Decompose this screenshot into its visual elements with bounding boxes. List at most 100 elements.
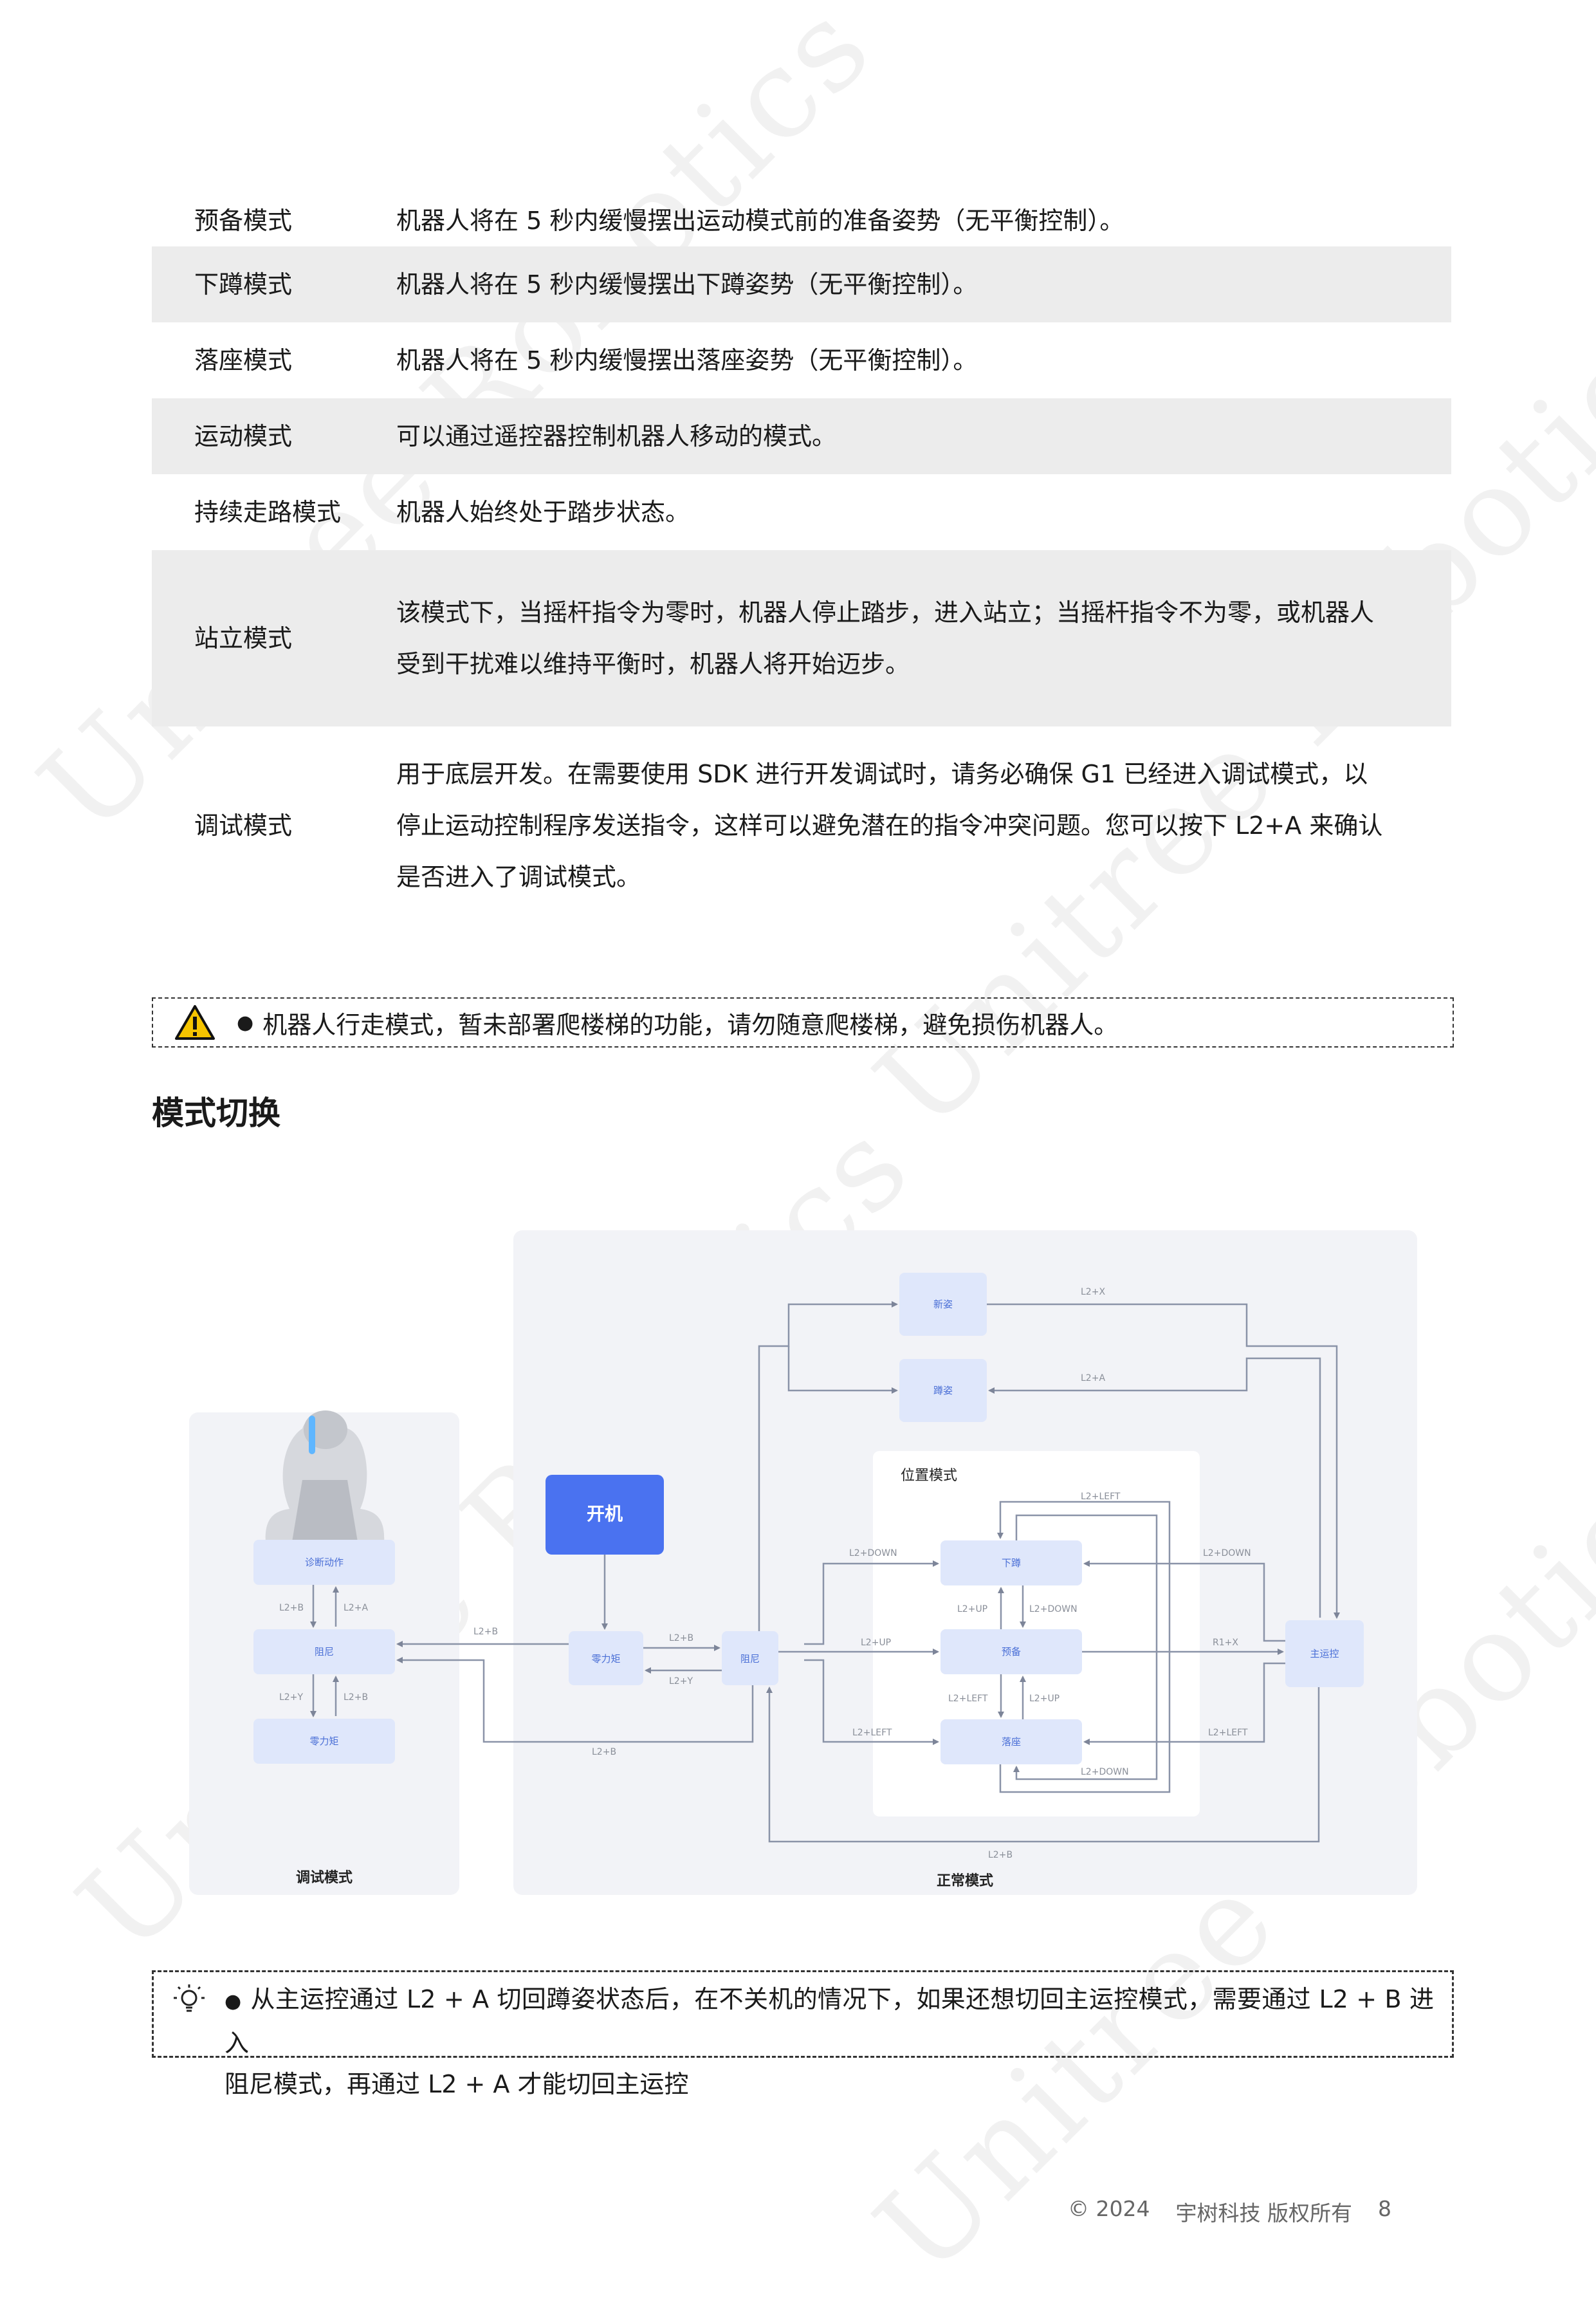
mode-description-line: 是否进入了调试模式。 xyxy=(396,863,641,891)
mode-row: 下蹲模式 机器人将在 5 秒内缓慢摆出下蹲姿势（无平衡控制）。 xyxy=(152,246,1451,322)
edge-label: L2+DOWN xyxy=(1081,1767,1129,1777)
edge-label: L2+DOWN xyxy=(1203,1548,1251,1558)
tip-line-2: 阻尼模式，再通过 L2 + A 才能切回主运控 xyxy=(225,2070,689,2098)
mode-description-line: 机器人将在 5 秒内缓慢摆出下蹲姿势（无平衡控制）。 xyxy=(396,270,978,299)
node-main-control-label: 主运控 xyxy=(1310,1648,1339,1659)
footer-copyright: © 2024 xyxy=(1068,2196,1150,2221)
panel-position-title: 位置模式 xyxy=(901,1468,957,1484)
edge-label: R1+X xyxy=(1213,1638,1238,1648)
node-prepare-label: 预备 xyxy=(1002,1646,1021,1658)
node-zero-torque-label: 零力矩 xyxy=(591,1653,620,1665)
mode-description: 机器人将在 5 秒内缓慢摆出下蹲姿势（无平衡控制）。 xyxy=(396,259,1451,310)
mode-description-line: 可以通过遥控器控制机器人移动的模式。 xyxy=(396,422,837,450)
edge-label: L2+Y xyxy=(279,1692,303,1703)
robot-illustration xyxy=(265,1410,385,1557)
footer-page-number: 8 xyxy=(1377,2196,1391,2221)
edge-label: L2+A xyxy=(344,1603,368,1613)
warning-icon xyxy=(153,1004,237,1040)
mode-row: 调试模式 用于底层开发。在需要使用 SDK 进行开发调试时，请务必确保 G1 已经… xyxy=(152,726,1451,925)
node-squat-label: 下蹲 xyxy=(1002,1557,1021,1569)
node-main-control[interactable] xyxy=(1285,1620,1364,1687)
node-squat-pose[interactable] xyxy=(899,1359,987,1422)
edge-squat-to-sit-loop xyxy=(1013,1514,1158,1780)
node-damping-debug-label: 阻尼 xyxy=(315,1646,334,1658)
tip-bullet: ● xyxy=(225,1990,242,2013)
node-damping[interactable] xyxy=(722,1631,778,1685)
tip-line-1: 从主运控通过 L2 + A 切回蹲姿状态后，在不关机的情况下，如果还想切回主运控… xyxy=(225,1985,1434,2057)
edge-label: L2+UP xyxy=(861,1638,891,1648)
mode-description: 机器人将在 5 秒内缓慢摆出运动模式前的准备姿势（无平衡控制）。 xyxy=(396,195,1451,246)
panel-debug-title: 调试模式 xyxy=(296,1870,353,1886)
edge-label: L2+UP xyxy=(1029,1694,1059,1704)
mode-description-line: 受到干扰难以维持平衡时，机器人将开始迈步。 xyxy=(396,650,910,678)
mode-description-line: 机器人始终处于踏步状态。 xyxy=(396,498,690,526)
mode-description-line: 机器人将在 5 秒内缓慢摆出落座姿势（无平衡控制）。 xyxy=(396,346,978,374)
mode-description: 机器人将在 5 秒内缓慢摆出落座姿势（无平衡控制）。 xyxy=(396,335,1451,386)
mode-row: 持续走路模式 机器人始终处于踏步状态。 xyxy=(152,474,1451,550)
warning-bullet: ● xyxy=(237,1011,254,1034)
panel-normal-title: 正常模式 xyxy=(937,1872,993,1889)
edge-main-to-sit xyxy=(1083,1662,1285,1745)
section-title: 模式切换 xyxy=(152,1095,280,1132)
node-new-pose-label: 新姿 xyxy=(933,1298,953,1310)
node-diag-action-label: 诊断动作 xyxy=(305,1557,344,1568)
mode-name: 调试模式 xyxy=(194,811,293,840)
mode-row: 站立模式该模式下，当摇杆指令为零时，机器人停止踏步，进入站立；当摇杆指令不为零，… xyxy=(152,550,1451,726)
edge-main-to-squatpose xyxy=(988,1357,1321,1618)
node-zero-torque-debug[interactable] xyxy=(253,1719,395,1764)
edge-label: L2+DOWN xyxy=(849,1548,897,1558)
edge-main-to-damping xyxy=(766,1686,1320,1843)
node-squat[interactable] xyxy=(940,1540,1082,1585)
node-power-on[interactable] xyxy=(546,1475,664,1555)
node-sit-label: 落座 xyxy=(1002,1736,1021,1748)
edge-label: L2+B xyxy=(473,1627,498,1637)
mode-name: 下蹲模式 xyxy=(194,270,293,299)
node-damping-debug[interactable] xyxy=(253,1629,395,1674)
mode-description-line: 机器人将在 5 秒内缓慢摆出运动模式前的准备姿势（无平衡控制）。 xyxy=(396,207,1124,235)
mode-row: 预备模式 机器人将在 5 秒内缓慢摆出运动模式前的准备姿势（无平衡控制）。 xyxy=(152,195,1451,246)
edge-label: L2+LEFT xyxy=(1081,1492,1121,1502)
node-zero-torque-debug-label: 零力矩 xyxy=(309,1735,338,1747)
warning-box: ● 机器人行走模式，暂未部署爬楼梯的功能，请勿随意爬楼梯，避免损伤机器人。 xyxy=(152,997,1454,1048)
edge-main-to-squat xyxy=(1083,1560,1285,1642)
mode-row: 运动模式可以通过遥控器控制机器人移动的模式。 xyxy=(152,398,1451,474)
mode-row: 落座模式 机器人将在 5 秒内缓慢摆出落座姿势（无平衡控制）。 xyxy=(152,322,1451,398)
edge-label: L2+LEFT xyxy=(852,1728,892,1738)
tip-text: ●从主运控通过 L2 + A 切回蹲姿状态后，在不关机的情况下，如果还想切回主运… xyxy=(225,1979,1434,2105)
warning-text: 机器人行走模式，暂未部署爬楼梯的功能，请勿随意爬楼梯，避免损伤机器人。 xyxy=(262,1010,1119,1039)
footer-company: 宇树科技 版权所有 xyxy=(1175,2201,1352,2226)
node-new-pose[interactable] xyxy=(899,1273,987,1336)
node-diag-action[interactable] xyxy=(253,1540,395,1585)
edge-newpose-to-main xyxy=(987,1303,1340,1619)
lightbulb-icon xyxy=(154,1979,225,2017)
node-squat-pose-label: 蹲姿 xyxy=(933,1385,953,1396)
node-sit[interactable] xyxy=(940,1719,1082,1764)
edge-damping-to-sit xyxy=(804,1659,939,1745)
mode-description-line: 停止运动控制程序发送指令，这样可以避免潜在的指令冲突问题。您可以按下 L2+A … xyxy=(396,811,1383,840)
mode-description-line: 用于底层开发。在需要使用 SDK 进行开发调试时，请务必确保 G1 已经进入调试… xyxy=(396,760,1368,788)
edge-label: L2+B xyxy=(592,1747,616,1757)
mode-table: 预备模式 机器人将在 5 秒内缓慢摆出运动模式前的准备姿势（无平衡控制）。下蹲模式… xyxy=(152,195,1451,925)
mode-description: 用于底层开发。在需要使用 SDK 进行开发调试时，请务必确保 G1 已经进入调试… xyxy=(396,748,1451,903)
edge-label: L2+A xyxy=(1081,1373,1105,1383)
node-prepare[interactable] xyxy=(940,1629,1082,1674)
node-damping-label: 阻尼 xyxy=(740,1653,760,1665)
mode-name: 预备模式 xyxy=(194,207,293,235)
edge-label: L2+UP xyxy=(957,1604,987,1614)
edge-sit-to-squat-loop xyxy=(997,1501,1171,1793)
edge-label: L2+B xyxy=(279,1603,304,1613)
edge-label: L2+LEFT xyxy=(1208,1728,1248,1738)
edge-label: L2+DOWN xyxy=(1029,1604,1078,1614)
mode-description: 机器人始终处于踏步状态。 xyxy=(396,486,1451,538)
node-zero-torque[interactable] xyxy=(569,1631,643,1685)
mode-name: 持续走路模式 xyxy=(194,498,342,526)
mode-description: 该模式下，当摇杆指令为零时，机器人停止踏步，进入站立；当摇杆指令不为零，或机器人… xyxy=(396,587,1451,690)
mode-name: 落座模式 xyxy=(194,346,293,374)
page-footer: © 2024 宇树科技 版权所有 8 xyxy=(1068,2196,1391,2227)
node-power-on-label: 开机 xyxy=(587,1503,623,1524)
edge-damping-to-squat xyxy=(804,1560,939,1645)
mode-description-line: 该模式下，当摇杆指令为零时，机器人停止踏步，进入站立；当摇杆指令不为零，或机器人 xyxy=(396,598,1375,627)
mode-description: 可以通过遥控器控制机器人移动的模式。 xyxy=(396,411,1451,462)
edge-damping-to-debug-damping xyxy=(396,1657,754,1743)
